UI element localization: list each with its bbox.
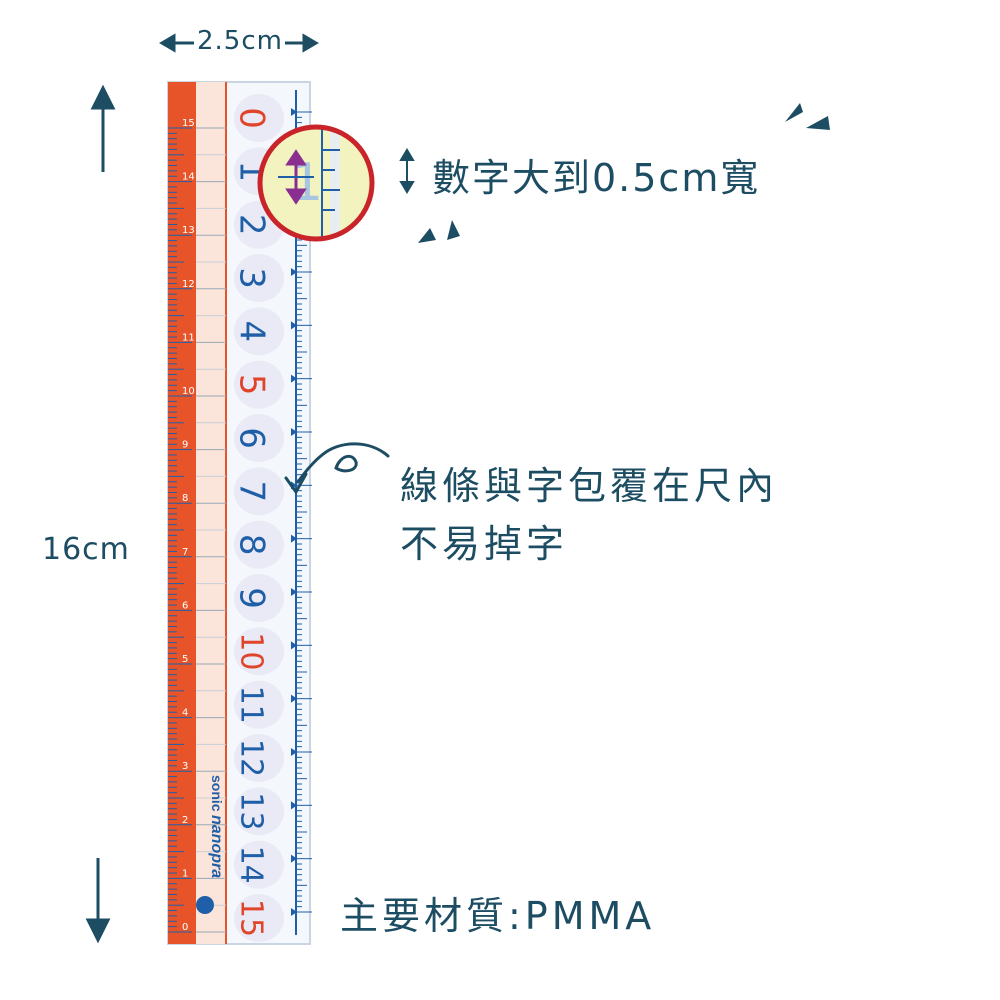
digit-size-callout: 數字大到0.5cm寬 [432,156,761,200]
number-disc [234,787,284,836]
brand-logo-sub: nanopra [208,815,225,878]
ruler-number-item: 9 [232,574,284,622]
cm-scale-label: 8 [182,493,188,504]
ruler-number: 14 [234,846,269,884]
cm-scale-label: 7 [182,547,188,558]
ruler-number: 5 [232,374,272,396]
ruler-number-item: 0 [232,94,284,142]
number-disc [234,840,284,889]
ruler-number: 8 [232,534,272,556]
ruler-number: 2 [232,214,272,236]
number-disc [234,520,284,569]
number-disc [234,307,284,356]
width-label: 2.5cm [197,26,283,56]
ruler-number: 3 [232,267,272,289]
ruler-number: 7 [232,481,272,503]
cm-scale-label: 2 [182,815,188,826]
cm-scale-label: 3 [182,761,188,772]
ruler-number: 6 [232,427,272,449]
ruler-number-item: 11 [234,680,284,729]
number-disc [234,574,284,622]
cm-scale-label: 5 [182,654,188,665]
number-disc [234,894,284,942]
cm-scale-label: 9 [182,440,188,451]
ruler-number-item: 6 [232,414,284,462]
ruler-number-item: 4 [232,307,284,356]
material-callout: 主要材質:PMMA [340,894,656,938]
ruler-number-item: 13 [234,787,284,836]
number-disc [234,467,284,516]
brand-dot [196,896,214,914]
brand-logo: sonic [209,775,225,812]
ruler-number-item: 14 [234,840,284,889]
ruler-number-item: 15 [234,894,284,942]
cm-scale-label: 12 [182,279,195,290]
number-disc [234,680,284,729]
ruler-number: 15 [234,899,269,937]
number-disc [234,627,284,676]
ruler-number-item: 10 [234,627,284,676]
updown-arrow-icon [399,148,415,194]
ruler-number: 9 [232,587,272,609]
number-disc [234,414,284,462]
double-arrow-icon [278,149,314,205]
ruler-number: 12 [234,739,269,777]
number-disc [234,254,284,302]
cm-scale-label: 10 [182,386,195,397]
magnifier-circle: 1 [257,124,375,242]
curved-arrow-icon [284,442,390,495]
ruler-number: 4 [232,321,272,343]
cm-scale-label: 4 [182,708,188,719]
ruler-number: 10 [234,632,269,670]
height-arrow-icon [85,84,116,944]
number-disc [234,94,284,142]
lines-callout-line1: 線條與字包覆在尺內 [400,464,779,508]
ruler-number-item: 12 [234,734,284,782]
ruler-light-strip [196,82,226,944]
cm-scale-label: 1 [182,868,188,879]
ruler-number-item: 5 [232,360,284,409]
cm-scale-label: 6 [182,600,188,611]
number-disc [234,734,284,782]
cm-scale-label: 15 [182,118,195,129]
lines-callout-line2: 不易掉字 [400,522,569,566]
sparkle-icon [418,103,830,243]
orange-scale-ticks [168,127,226,933]
ruler-number: 11 [234,686,269,724]
ruler-number: 13 [234,792,269,830]
number-disc [234,360,284,409]
ruler-number-item: 8 [232,520,284,569]
ruler-number-item: 7 [232,467,284,516]
width-arrow-icon [159,33,319,53]
cm-scale-label: 14 [182,172,195,183]
cm-scale-label: 11 [182,332,195,343]
ruler-number: 0 [232,107,272,129]
cm-scale-label: 13 [182,225,195,236]
ruler-number-item: 3 [232,254,284,302]
height-label: 16cm [42,532,130,567]
ruler-orange-strip [168,82,196,944]
cm-scale-label: 0 [182,922,188,933]
